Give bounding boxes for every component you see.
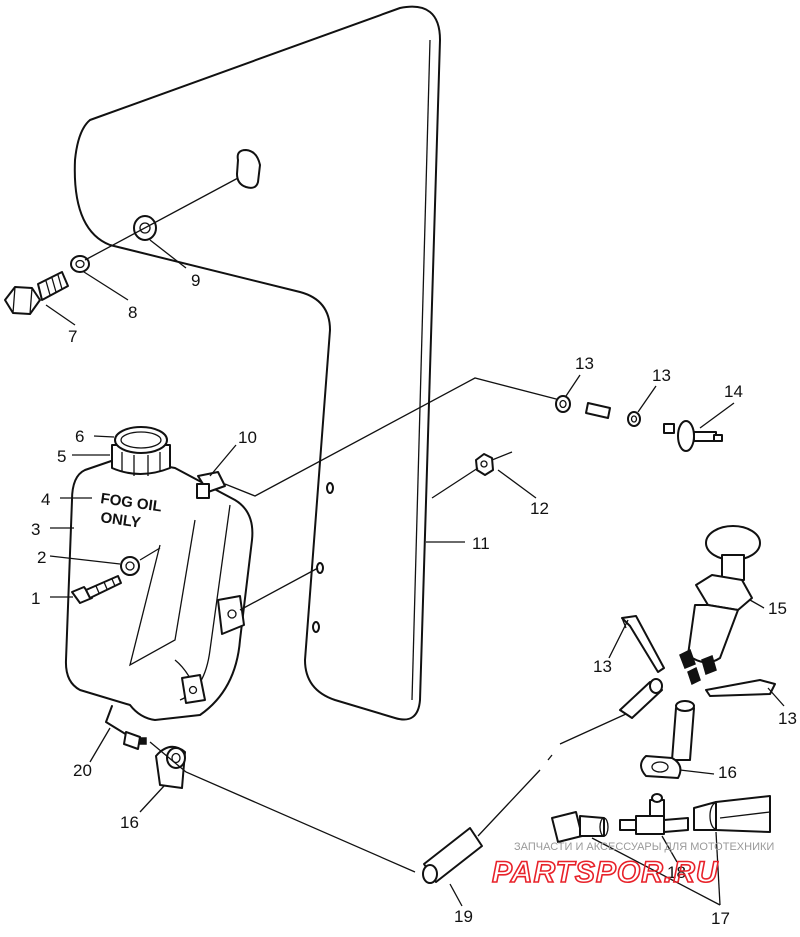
callout-5: 5 [57, 447, 66, 466]
hose-11 [224, 377, 561, 497]
screw-1 [71, 575, 122, 604]
outlet-20 [105, 705, 147, 750]
clamp-13b [627, 411, 641, 427]
pump-outlet [671, 707, 695, 761]
callout-6: 6 [75, 427, 84, 446]
callout-16-left: 16 [120, 813, 139, 832]
callout-18: 18 [667, 863, 686, 882]
callout-13b: 13 [652, 366, 671, 385]
watermark-caption: ЗАПЧАСТИ И АКСЕССУАРЫ ДЛЯ МОТОТЕХНИКИ [514, 841, 774, 853]
callout-4: 4 [41, 490, 50, 509]
filter-14 [663, 420, 723, 452]
watermark: ЗАПЧАСТИ И АКСЕССУАРЫ ДЛЯ МОТОТЕХНИКИ PA… [491, 841, 774, 890]
tee-fitting-18 [551, 793, 771, 843]
callout-12: 12 [530, 499, 549, 518]
callout-19: 19 [454, 907, 473, 926]
callout-13d: 13 [778, 709, 797, 728]
pump-15 [679, 525, 761, 686]
callout-15: 15 [768, 599, 787, 618]
tank-label-line2: ONLY [99, 509, 141, 531]
callout-10: 10 [238, 428, 257, 447]
callout-11: 11 [472, 534, 490, 553]
callout-1: 1 [31, 589, 40, 608]
clamp-13a [555, 395, 571, 413]
callout-9: 9 [191, 271, 200, 290]
oil-line-19 [149, 741, 416, 873]
side-panel [73, 5, 441, 721]
washer-2 [120, 556, 140, 576]
nut-12 [475, 453, 494, 476]
washer-8 [70, 255, 90, 273]
callout-8: 8 [128, 303, 137, 322]
callout-3: 3 [31, 520, 40, 539]
callout-13a: 13 [575, 354, 594, 373]
clamp-13d [705, 679, 776, 697]
callout-7: 7 [68, 327, 77, 346]
clamp-13c [621, 615, 665, 673]
oil-tank: FOG OIL ONLY [64, 426, 254, 721]
callout-13c: 13 [593, 657, 612, 676]
leader-lines [45, 239, 785, 907]
bolt-7 [4, 271, 69, 315]
callout-numbers: 1 2 3 4 5 6 7 8 9 10 11 12 13 13 13 13 1… [31, 271, 797, 928]
callout-20: 20 [73, 761, 92, 780]
fitting-10 [196, 471, 226, 499]
connector-tube [585, 402, 611, 419]
bracket-16-right [640, 755, 682, 779]
bracket-16-left [155, 745, 186, 789]
watermark-brand: PARTSPOR.RU [492, 856, 719, 889]
callout-16-right: 16 [718, 763, 737, 782]
callout-2: 2 [37, 548, 46, 567]
callout-14: 14 [724, 382, 743, 401]
callout-17: 17 [711, 909, 730, 928]
